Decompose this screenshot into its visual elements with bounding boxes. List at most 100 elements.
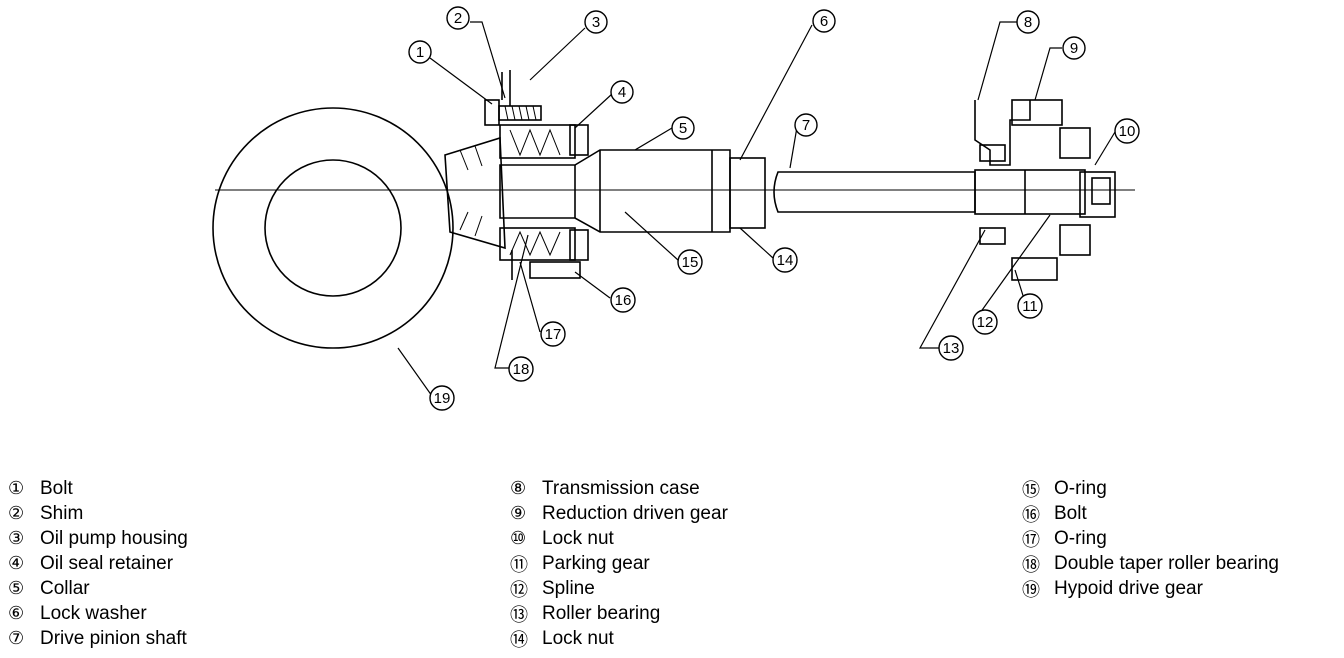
callout-6: 6 xyxy=(812,9,836,33)
legend-number: ② xyxy=(8,503,25,523)
svg-text:13: 13 xyxy=(943,340,960,357)
legend-label: Shim xyxy=(40,502,84,524)
svg-text:16: 16 xyxy=(615,292,632,309)
legend-label: Double taper roller bearing xyxy=(1054,552,1279,574)
legend-label: Lock nut xyxy=(542,527,614,549)
pinion-body xyxy=(499,149,731,233)
callout-11: 11 xyxy=(1017,293,1043,319)
svg-text:19: 19 xyxy=(434,390,451,407)
svg-text:5: 5 xyxy=(679,120,687,137)
legend-label: Bolt xyxy=(40,477,73,499)
legend-item: ⑨ Reduction driven gear xyxy=(510,501,728,526)
legend-item: ⑮ O-ring xyxy=(1022,476,1279,501)
svg-text:2: 2 xyxy=(454,10,462,27)
reduction-driven-gear-upper xyxy=(1011,99,1063,126)
svg-text:15: 15 xyxy=(682,254,699,271)
legend-number: ⑧ xyxy=(510,478,527,498)
legend-number: ⑲ xyxy=(1022,579,1040,600)
reduction-driven-gear-lower xyxy=(1011,257,1058,281)
legend-number: ⑮ xyxy=(1022,479,1040,500)
legend-item: ① Bolt xyxy=(8,476,188,501)
legend-item: ⑫ Spline xyxy=(510,576,728,601)
callout-18: 18 xyxy=(508,356,534,382)
svg-text:10: 10 xyxy=(1119,123,1136,140)
callout-9: 9 xyxy=(1062,36,1086,60)
bolt-shank xyxy=(498,105,542,121)
svg-text:12: 12 xyxy=(977,314,994,331)
callout-5: 5 xyxy=(671,116,695,140)
drive-pinion-shaft xyxy=(773,171,976,213)
legend-item: ⑤ Collar xyxy=(8,576,188,601)
legend-label: Lock nut xyxy=(542,627,614,649)
legend-number: ⑩ xyxy=(510,528,527,548)
callout-19: 19 xyxy=(429,385,455,411)
legend-label: Oil pump housing xyxy=(40,527,188,549)
legend-label: Collar xyxy=(40,577,90,599)
callout-14: 14 xyxy=(772,247,798,273)
svg-text:6: 6 xyxy=(820,13,828,30)
hypoid-gear-outer-ring xyxy=(212,107,454,349)
legend-number: ⑪ xyxy=(510,554,528,575)
legend-column-3: ⑮ O-ring ⑯ Bolt ⑰ O-ring ⑱ Double taper roll… xyxy=(1022,476,1279,601)
lock-nut-right xyxy=(1079,171,1116,218)
legend-label: Spline xyxy=(542,577,595,599)
svg-text:1: 1 xyxy=(416,44,424,61)
legend-number: ⑫ xyxy=(510,579,528,600)
legend-number: ① xyxy=(8,478,25,498)
svg-text:4: 4 xyxy=(618,84,626,101)
legend-item: ⑰ O-ring xyxy=(1022,526,1279,551)
legend-label: Reduction driven gear xyxy=(542,502,728,524)
svg-text:9: 9 xyxy=(1070,40,1078,57)
callout-15: 15 xyxy=(677,249,703,275)
legend-label: O-ring xyxy=(1054,477,1107,499)
callout-8: 8 xyxy=(1016,10,1040,34)
legend-number: ⑰ xyxy=(1022,529,1040,550)
legend-number: ⑯ xyxy=(1022,504,1040,525)
legend-number: ⑤ xyxy=(8,578,25,598)
legend-column-1: ① Bolt ② Shim ③ Oil pump housing ④ Oil seal … xyxy=(8,476,188,651)
legend-number: ⑬ xyxy=(510,604,528,625)
svg-text:7: 7 xyxy=(802,117,810,134)
legend-number: ⑥ xyxy=(8,603,25,623)
svg-text:11: 11 xyxy=(1022,298,1038,315)
legend-label: Hypoid drive gear xyxy=(1054,577,1203,599)
lock-nut-left xyxy=(729,157,766,229)
callout-3: 3 xyxy=(584,10,608,34)
callout-1: 1 xyxy=(408,40,432,64)
legend-label: Bolt xyxy=(1054,502,1087,524)
legend-item: ⑩ Lock nut xyxy=(510,526,728,551)
legend-item: ⑧ Transmission case xyxy=(510,476,728,501)
legend-item: ③ Oil pump housing xyxy=(8,526,188,551)
legend-label: Lock washer xyxy=(40,602,147,624)
legend-item: ⑥ Lock washer xyxy=(8,601,188,626)
legend-item: ⑱ Double taper roller bearing xyxy=(1022,551,1279,576)
svg-text:17: 17 xyxy=(545,326,562,343)
callout-17: 17 xyxy=(540,321,566,347)
callout-13: 13 xyxy=(938,335,964,361)
bearing-block-lower xyxy=(499,227,576,261)
callout-7: 7 xyxy=(794,113,818,137)
svg-text:14: 14 xyxy=(777,252,794,269)
callout-16: 16 xyxy=(610,287,636,313)
legend-label: Oil seal retainer xyxy=(40,552,174,574)
callout-2: 2 xyxy=(446,6,470,30)
bearing-block-upper xyxy=(499,124,576,159)
legend-label: Parking gear xyxy=(542,552,650,574)
transmission-case xyxy=(974,100,1031,166)
svg-text:3: 3 xyxy=(592,14,600,31)
callout-4: 4 xyxy=(610,80,634,104)
legend-number: ⑨ xyxy=(510,503,527,523)
legend-column-2: ⑧ Transmission case ⑨ Reduction driven gea… xyxy=(510,476,728,651)
legend-number: ④ xyxy=(8,553,25,573)
legend-item: ② Shim xyxy=(8,501,188,526)
legend-item: ④ Oil seal retainer xyxy=(8,551,188,576)
hypoid-gear-inner-ring xyxy=(264,159,402,297)
drive-pinion-assembly-diagram: 1 2 3 4 5 6 7 8 9 10 11 12 13 14 15 16 1… xyxy=(212,6,1140,411)
legend-number: ③ xyxy=(8,528,25,548)
legend-number: ⑦ xyxy=(8,628,25,648)
legend-label: Transmission case xyxy=(542,477,700,499)
legend-label: O-ring xyxy=(1054,527,1107,549)
legend-number: ⑱ xyxy=(1022,554,1040,575)
